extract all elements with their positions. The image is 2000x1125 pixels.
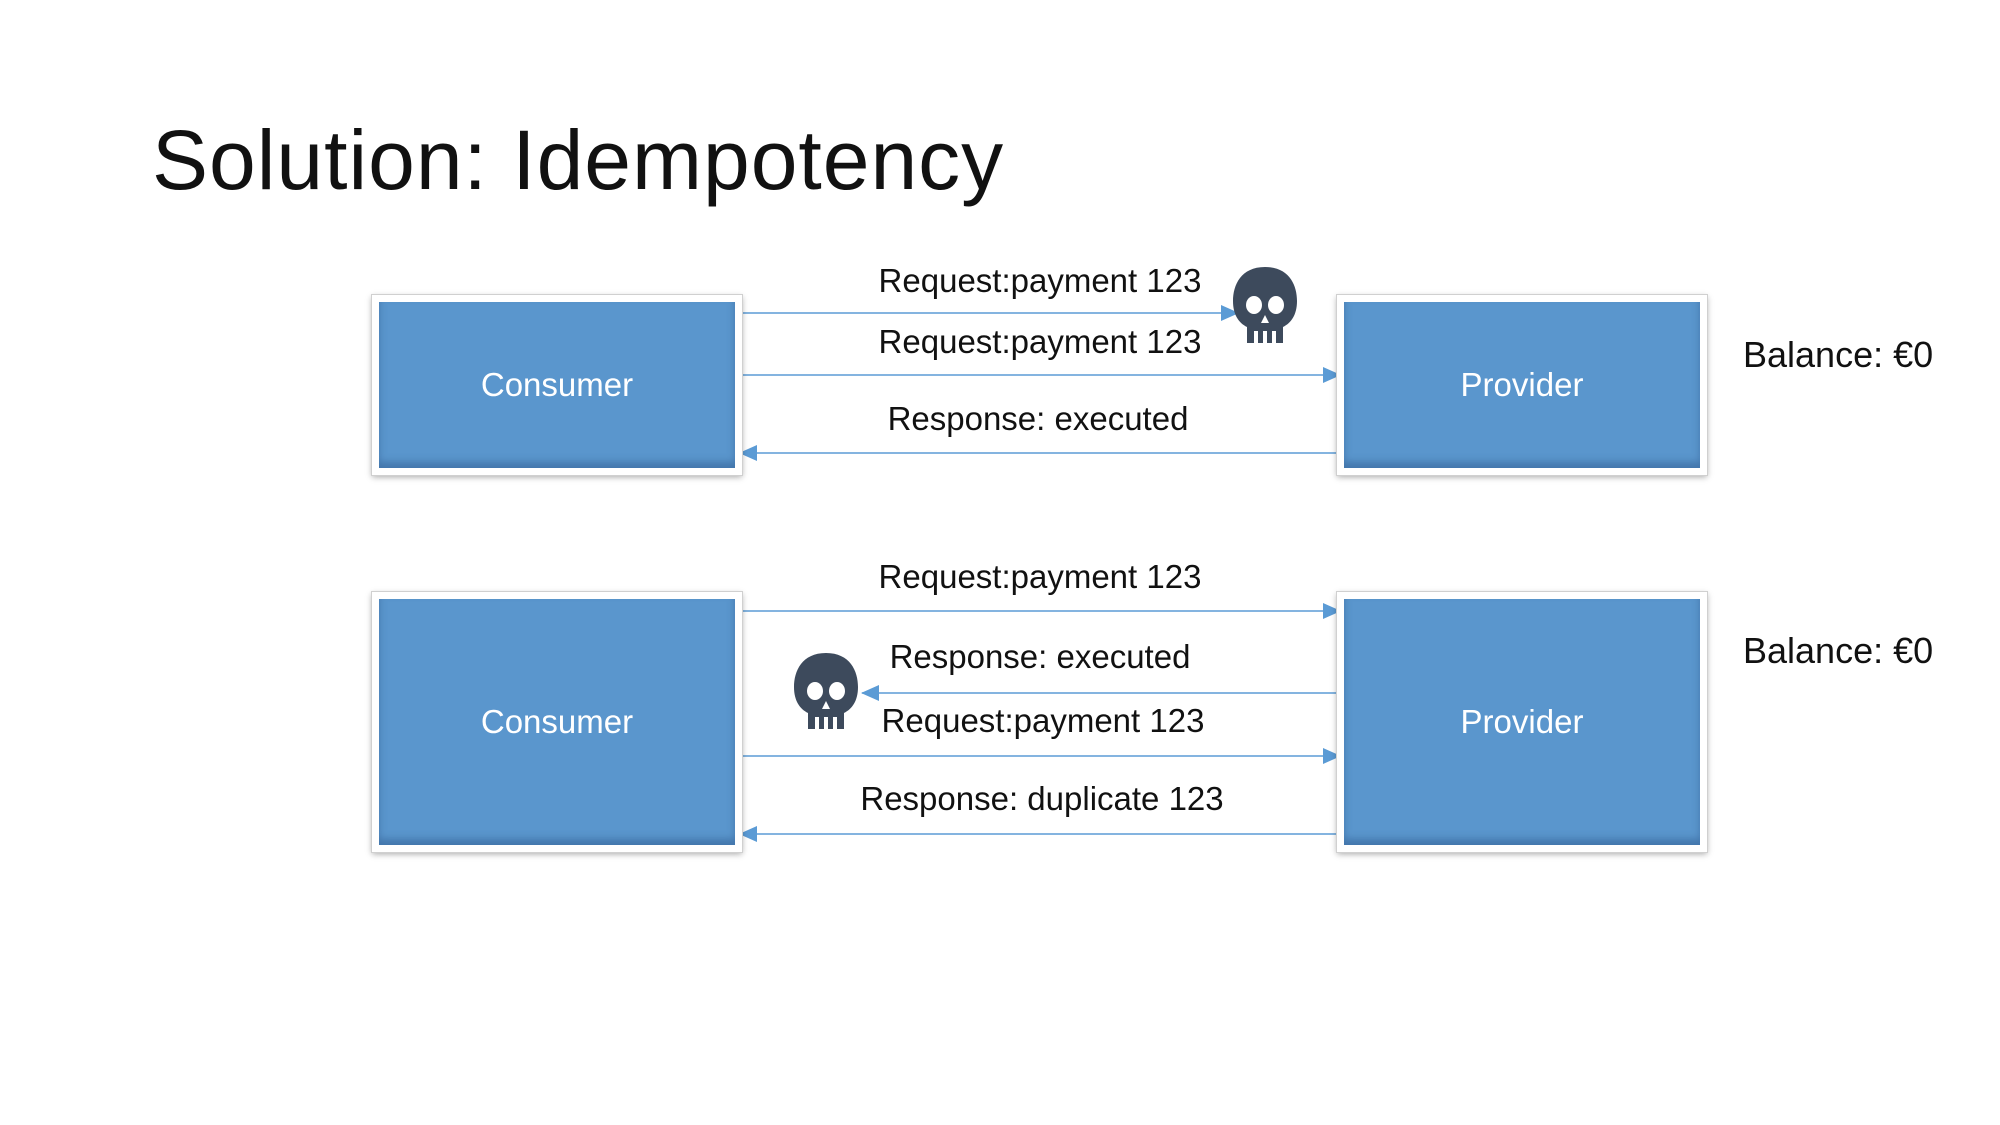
slide-title: Solution: Idempotency (152, 113, 1005, 207)
balance-label: Balance: €0 (1743, 630, 1934, 671)
message-response-duplicate: Response: duplicate 123 (860, 780, 1224, 817)
message-request-retry: Request:payment 123 (878, 323, 1202, 360)
provider-box: Provider (1337, 592, 1707, 852)
consumer-box: Consumer (372, 295, 742, 475)
message-response: Response: executed (887, 400, 1189, 437)
provider-box: Provider (1337, 295, 1707, 475)
message-request-retry: Request:payment 123 (881, 702, 1205, 739)
skull-icon (1233, 267, 1297, 343)
consumer-label: Consumer (480, 366, 634, 403)
skull-icon (794, 653, 858, 729)
message-response: Response: executed (889, 638, 1191, 675)
balance-label: Balance: €0 (1743, 334, 1934, 375)
provider-label: Provider (1460, 703, 1584, 740)
message-request: Request:payment 123 (878, 262, 1202, 299)
consumer-box: Consumer (372, 592, 742, 852)
provider-label: Provider (1460, 366, 1584, 403)
consumer-label: Consumer (480, 703, 634, 740)
message-request: Request:payment 123 (878, 558, 1202, 595)
